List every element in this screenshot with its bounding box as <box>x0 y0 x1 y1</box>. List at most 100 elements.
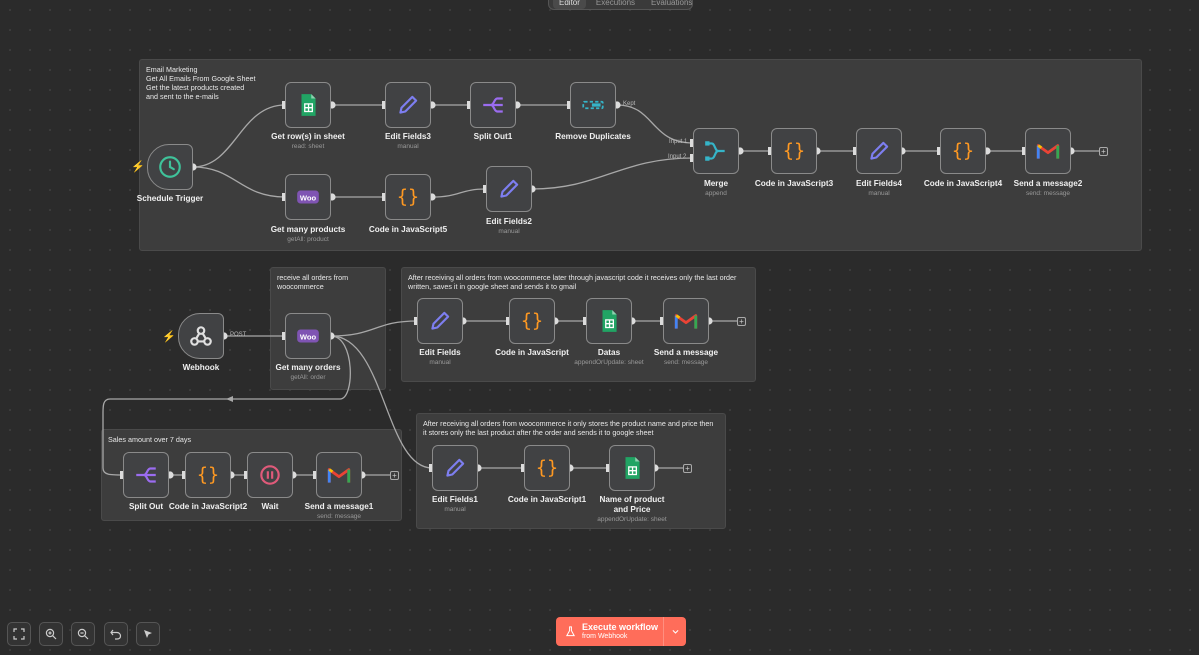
add-node-plus[interactable]: + <box>1099 147 1108 156</box>
node-edit-fields1[interactable] <box>432 445 478 491</box>
node-subtitle: appendOrUpdate: sheet <box>574 359 644 366</box>
node-label: Get row(s) in sheet <box>271 132 345 141</box>
svg-text:{}: {} <box>521 311 543 332</box>
tab-evaluations[interactable]: Evaluations <box>651 0 693 7</box>
trigger-bolt-icon: ⚡ <box>162 331 176 343</box>
fit-view-icon <box>13 628 25 640</box>
node-label: Get many orders <box>275 363 341 372</box>
undo-button[interactable] <box>104 622 128 646</box>
node-wait[interactable] <box>247 452 293 498</box>
node-label: Schedule Trigger <box>136 194 204 203</box>
node-datas[interactable] <box>586 298 632 344</box>
node-subtitle: manual <box>444 506 466 513</box>
execute-options-dropdown[interactable] <box>663 617 686 646</box>
code-braces-icon: {} <box>783 141 805 162</box>
node-schedule-trigger[interactable] <box>147 144 193 190</box>
node-label: Send a message2 <box>1013 179 1083 188</box>
node-edit-fields4[interactable] <box>856 128 902 174</box>
node-label: Get many products <box>270 225 346 234</box>
node-edit-fields3[interactable] <box>385 82 431 128</box>
remove-duplicates-icon <box>582 100 604 110</box>
node-code-in-javascript5[interactable]: {} <box>385 174 431 220</box>
node-label: Code in JavaScript <box>495 348 569 357</box>
tidy-up-button[interactable] <box>136 622 160 646</box>
code-braces-icon: {} <box>536 458 558 479</box>
node-label: Edit Fields <box>419 348 461 357</box>
woocommerce-icon: Woo <box>297 329 319 343</box>
edge-label-kept: Kept <box>623 101 636 107</box>
add-node-plus[interactable]: + <box>683 464 692 473</box>
node-subtitle: manual <box>868 190 890 197</box>
node-subtitle: manual <box>397 143 419 150</box>
node-get-many-orders[interactable]: Woo <box>285 313 331 359</box>
node-code-in-javascript1[interactable]: {} <box>524 445 570 491</box>
node-label: Edit Fields3 <box>385 132 431 141</box>
node-label: Datas <box>597 348 621 357</box>
node-subtitle: getAll: product <box>287 236 329 243</box>
code-braces-icon: {} <box>197 465 219 486</box>
svg-text:Woo: Woo <box>300 193 317 202</box>
node-label: Code in JavaScript4 <box>923 179 1003 188</box>
node-subtitle: read: sheet <box>291 143 325 150</box>
node-code-in-javascript2[interactable]: {} <box>185 452 231 498</box>
code-braces-icon: {} <box>952 141 974 162</box>
google-sheets-icon <box>625 457 640 479</box>
zoom-out-button[interactable] <box>71 622 95 646</box>
execute-workflow-button[interactable]: Execute workflow from Webhook <box>556 617 686 646</box>
node-label: Send a message1 <box>304 502 374 511</box>
google-sheets-icon <box>301 94 316 116</box>
node-label: Split Out <box>128 502 164 511</box>
node-send-a-message2[interactable] <box>1025 128 1071 174</box>
undo-icon <box>110 629 122 640</box>
svg-text:{}: {} <box>397 187 419 208</box>
cursor-icon <box>144 630 152 638</box>
svg-text:{}: {} <box>197 465 219 486</box>
woocommerce-icon: Woo <box>297 190 319 204</box>
node-code-in-javascript3[interactable]: {} <box>771 128 817 174</box>
execute-workflow-main[interactable]: Execute workflow from Webhook <box>556 622 663 641</box>
node-send-a-message[interactable] <box>663 298 709 344</box>
pencil-icon <box>500 179 519 198</box>
node-label: Remove Duplicates <box>555 132 631 141</box>
webhook-icon <box>190 326 212 346</box>
svg-text:{}: {} <box>536 458 558 479</box>
node-split-out[interactable] <box>123 452 169 498</box>
pencil-icon <box>431 311 450 330</box>
fit-view-button[interactable] <box>7 622 31 646</box>
add-node-plus[interactable]: + <box>737 317 746 326</box>
node-label: Code in JavaScript5 <box>368 225 448 234</box>
pencil-icon <box>399 95 418 114</box>
node-remove-duplicates[interactable] <box>570 82 616 128</box>
node-edit-fields2[interactable] <box>486 166 532 212</box>
pencil-icon <box>870 141 889 160</box>
node-subtitle: appendOrUpdate: sheet <box>597 516 667 523</box>
split-out-icon <box>483 97 503 113</box>
node-subtitle: manual <box>429 359 451 366</box>
node-label: Code in JavaScript1 <box>507 495 587 504</box>
tab-editor[interactable]: Editor <box>553 0 586 9</box>
pause-icon <box>260 465 280 485</box>
node-webhook[interactable] <box>178 313 224 359</box>
node-label: Wait <box>261 502 279 511</box>
chevron-down-icon <box>672 630 678 634</box>
node-split-out1[interactable] <box>470 82 516 128</box>
node-name-of-product-and-price[interactable] <box>609 445 655 491</box>
zoom-out-icon <box>77 628 89 640</box>
zoom-in-button[interactable] <box>39 622 63 646</box>
trigger-bolt-icon: ⚡ <box>131 161 145 173</box>
node-label: Split Out1 <box>473 132 513 141</box>
svg-text:Woo: Woo <box>300 332 317 341</box>
view-tabs: Editor Executions Evaluations <box>548 0 693 10</box>
node-code-in-javascript4[interactable]: {} <box>940 128 986 174</box>
split-out-icon <box>136 467 156 483</box>
node-label: Edit Fields4 <box>856 179 902 188</box>
node-get-many-products[interactable]: Woo <box>285 174 331 220</box>
node-code-in-javascript[interactable]: {} <box>509 298 555 344</box>
node-get-rows-in-sheet[interactable] <box>285 82 331 128</box>
add-node-plus[interactable]: + <box>390 471 399 480</box>
node-edit-fields[interactable] <box>417 298 463 344</box>
node-send-a-message1[interactable] <box>316 452 362 498</box>
tab-executions[interactable]: Executions <box>595 0 636 7</box>
node-merge[interactable] <box>693 128 739 174</box>
gmail-icon <box>1036 144 1060 159</box>
